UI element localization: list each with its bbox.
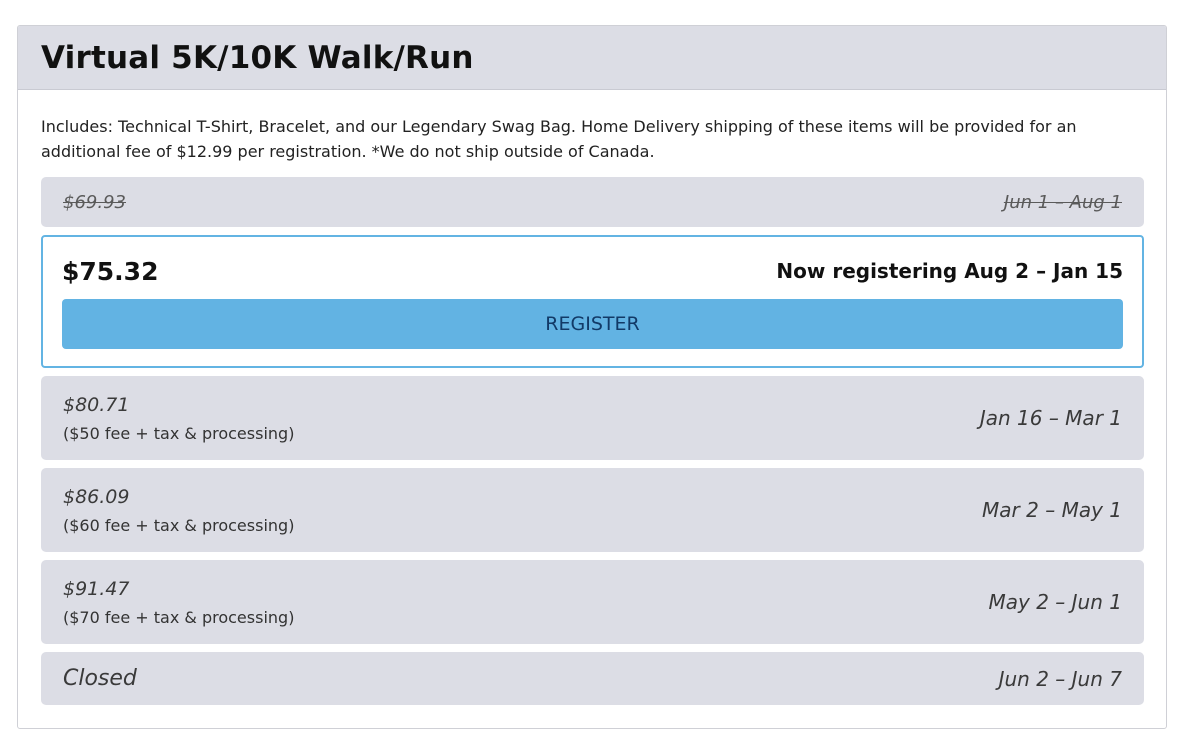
- tier-active-row: $75.32 Now registering Aug 2 – Jan 15: [62, 254, 1123, 288]
- tier-closed: Closed Jun 2 – Jun 7: [41, 652, 1144, 705]
- event-title: Virtual 5K/10K Walk/Run: [41, 39, 474, 76]
- event-description: Includes: Technical T-Shirt, Bracelet, a…: [41, 117, 1077, 161]
- tier-closed-dates: Jun 2 – Jun 7: [998, 666, 1122, 691]
- register-button[interactable]: REGISTER: [62, 299, 1123, 349]
- tier-future-1-price: $80.71: [63, 393, 130, 416]
- tier-future-2-info: $86.09 ($60 fee + tax & processing): [63, 484, 294, 537]
- card-header: Virtual 5K/10K Walk/Run: [18, 26, 1166, 90]
- tier-future-1: $80.71 ($50 fee + tax & processing) Jan …: [41, 376, 1144, 460]
- tier-active-price: $75.32: [62, 256, 159, 286]
- tier-closed-label: Closed: [63, 665, 137, 691]
- tier-active-dates: Now registering Aug 2 – Jan 15: [776, 259, 1123, 283]
- tier-future-3-dates: May 2 – Jun 1: [988, 590, 1122, 614]
- tier-future-1-dates: Jan 16 – Mar 1: [979, 406, 1122, 430]
- tier-future-3: $91.47 ($70 fee + tax & processing) May …: [41, 560, 1144, 644]
- tier-future-2-price: $86.09: [63, 485, 130, 508]
- tier-future-3-note: ($70 fee + tax & processing): [63, 607, 295, 627]
- tier-future-2-note: ($60 fee + tax & processing): [63, 515, 295, 535]
- tier-past-price: $69.93: [63, 191, 126, 213]
- card-body: Includes: Technical T-Shirt, Bracelet, a…: [18, 90, 1166, 705]
- tier-active: $75.32 Now registering Aug 2 – Jan 15 RE…: [41, 235, 1144, 368]
- tier-future-3-info: $91.47 ($70 fee + tax & processing): [63, 576, 294, 629]
- tier-future-1-info: $80.71 ($50 fee + tax & processing): [63, 392, 294, 445]
- tier-future-2: $86.09 ($60 fee + tax & processing) Mar …: [41, 468, 1144, 552]
- tier-past: $69.93 Jun 1 – Aug 1: [41, 177, 1144, 227]
- registration-card: Virtual 5K/10K Walk/Run Includes: Techni…: [17, 25, 1167, 729]
- tier-future-1-note: ($50 fee + tax & processing): [63, 423, 295, 443]
- tier-past-dates: Jun 1 – Aug 1: [1003, 191, 1122, 213]
- tier-future-2-dates: Mar 2 – May 1: [982, 498, 1122, 522]
- tier-future-3-price: $91.47: [63, 577, 130, 600]
